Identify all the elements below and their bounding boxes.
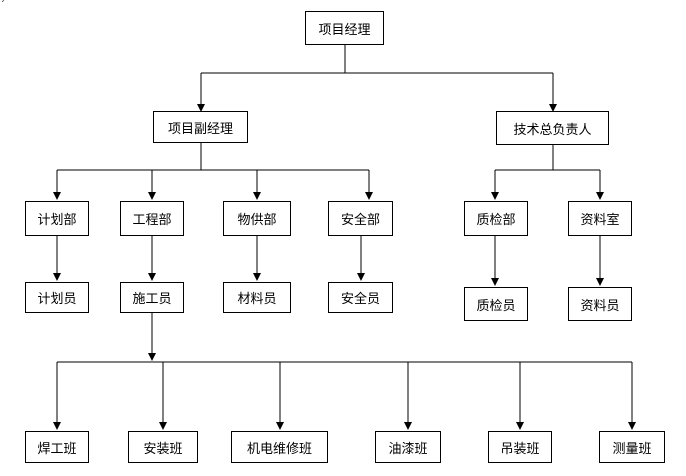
node-safety-officer: 安全员 <box>328 282 393 313</box>
node-hoisting-team: 吊装班 <box>488 431 552 463</box>
node-welding-team: 焊工班 <box>25 431 89 463</box>
node-painting-team: 油漆班 <box>375 431 441 463</box>
node-electromech-team: 机电维修班 <box>231 431 328 463</box>
node-materials-staff: 材料员 <box>223 282 291 313</box>
corner-mark: ´ <box>0 0 5 11</box>
node-planner: 计划员 <box>25 282 89 313</box>
node-records-room: 资料室 <box>568 201 632 236</box>
node-survey-team: 测量班 <box>599 431 665 463</box>
node-supply-dept: 物供部 <box>223 201 291 236</box>
node-safety-dept: 安全部 <box>328 201 393 236</box>
node-deputy-manager: 项目副经理 <box>153 111 248 143</box>
node-archivist: 资料员 <box>568 287 632 321</box>
node-engineering-dept: 工程部 <box>120 201 184 236</box>
node-construction-staff: 施工员 <box>120 282 184 313</box>
node-project-manager: 项目经理 <box>305 11 384 45</box>
node-installation-team: 安装班 <box>128 431 198 463</box>
node-technical-lead: 技术总负责人 <box>496 111 609 145</box>
node-planning-dept: 计划部 <box>25 201 89 236</box>
node-inspector: 质检员 <box>464 287 528 321</box>
node-quality-dept: 质检部 <box>464 201 528 236</box>
